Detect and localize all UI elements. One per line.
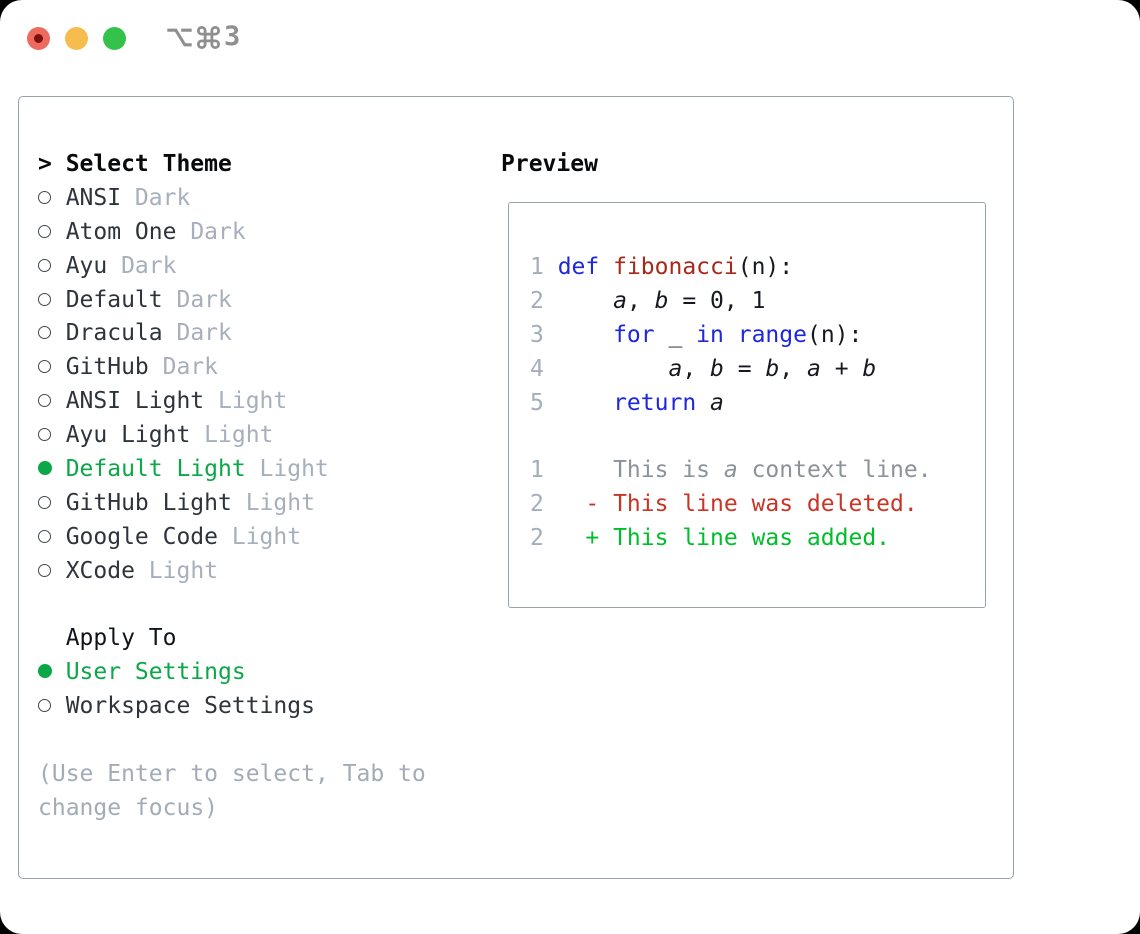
code-line: 2 a, b = 0, 1 (530, 287, 766, 314)
traffic-lights (27, 27, 126, 50)
radio-icon (38, 182, 66, 216)
radio-selected-icon (38, 453, 66, 487)
help-hint-line1: (Use Enter to select, Tab to (38, 761, 426, 788)
code-line: 5 return a (530, 389, 724, 416)
close-dot-icon (34, 34, 43, 43)
spacer (38, 724, 426, 758)
radio-icon (38, 317, 66, 351)
radio-icon (38, 250, 66, 284)
section-title: Apply To (65, 625, 177, 652)
zoom-button[interactable] (103, 27, 126, 50)
diff-context-line: 1 This is a context line. (530, 457, 932, 484)
radio-icon (38, 555, 66, 589)
titlebar: 3 (0, 0, 1140, 76)
radio-icon (38, 690, 66, 724)
code-line: 4 a, b = b, a + b (530, 355, 877, 382)
option-key-icon (167, 28, 192, 46)
window-title-shortcut: 3 (166, 22, 240, 52)
radio-icon (38, 385, 66, 419)
radio-icon (38, 487, 66, 521)
radio-selected-icon (38, 656, 66, 690)
focus-caret-icon: > (38, 151, 52, 177)
help-hint-line2: change focus) (38, 794, 219, 821)
close-button[interactable] (27, 27, 50, 50)
apply-option-user-settings[interactable]: User Settings (38, 656, 426, 690)
preview-pane (508, 202, 986, 608)
radio-icon (38, 216, 66, 250)
radio-icon (38, 284, 66, 318)
spacer (530, 420, 932, 454)
diff-deleted-line: 2 - This line was deleted. (530, 491, 918, 518)
shortcut-number: 3 (224, 21, 241, 52)
minimize-button[interactable] (65, 27, 88, 50)
diff-added-line: 2 + This line was added. (530, 525, 891, 552)
radio-icon (38, 521, 66, 555)
apply-option-workspace-settings[interactable]: Workspace Settings (38, 690, 426, 724)
radio-icon (38, 419, 66, 453)
select-theme-header: > Select Theme (38, 148, 426, 182)
section-title: Select Theme (65, 151, 232, 177)
preview-title: Preview (501, 151, 598, 177)
radio-icon (38, 351, 66, 385)
code-line: 3 for _ in range(n): (530, 321, 863, 348)
command-key-icon (196, 25, 221, 49)
apply-to-header: Apply To (38, 622, 426, 656)
spacer (38, 589, 426, 623)
